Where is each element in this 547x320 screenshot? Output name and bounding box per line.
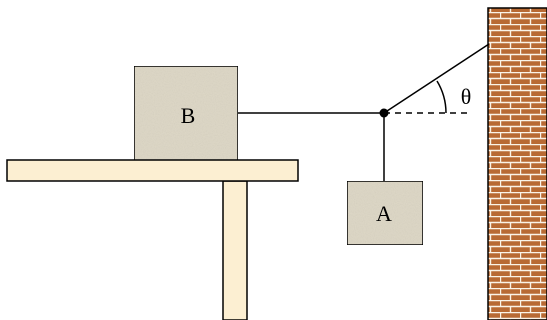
brick-wall [487, 7, 547, 320]
rope-to-wall [383, 43, 490, 114]
knot-point [379, 108, 389, 118]
angle-label: θ [461, 84, 472, 109]
table-leg [222, 180, 248, 320]
block-a-label: A [376, 201, 392, 226]
table-top [6, 159, 299, 182]
block-b-label: B [181, 103, 196, 128]
angle-arc [436, 80, 447, 114]
block-b [133, 65, 239, 161]
block-a [346, 180, 424, 246]
